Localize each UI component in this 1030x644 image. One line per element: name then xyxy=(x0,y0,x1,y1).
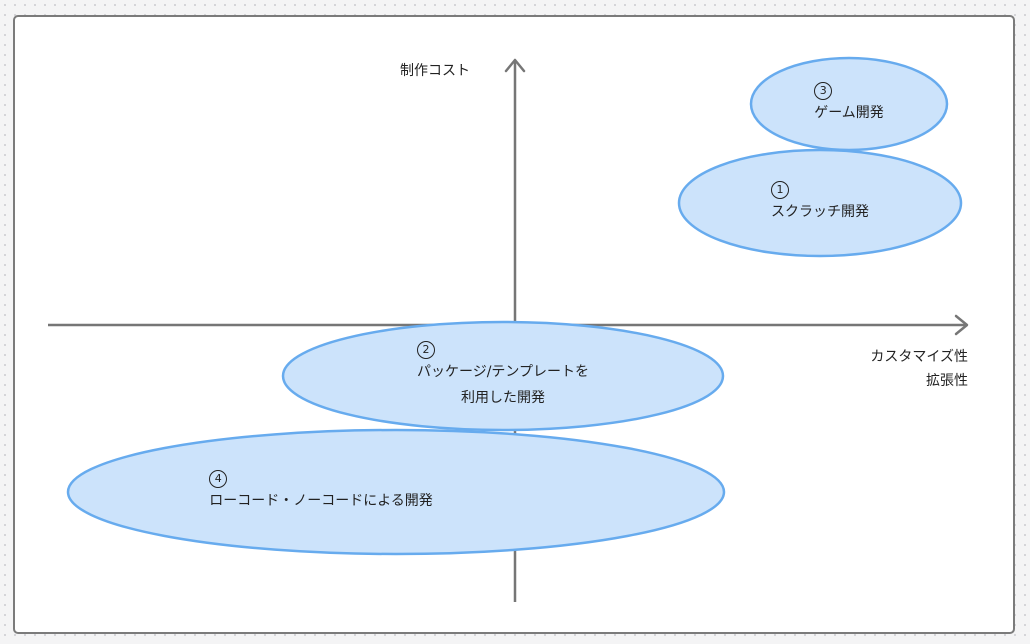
item-scratch-label: 1 スクラッチ開発 xyxy=(679,173,961,233)
item-package-label: 2 パッケージ/テンプレートを 利用した開発 xyxy=(283,336,723,416)
number-badge: 1 xyxy=(771,181,789,199)
item-title-line1: パッケージ/テンプレートを xyxy=(416,364,590,380)
item-title: ゲーム開発 xyxy=(814,105,884,121)
item-title: スクラッチ開発 xyxy=(771,204,869,220)
item-lowcode-label: 4 ローコード・ノーコードによる開発 xyxy=(68,462,724,522)
item-title-line2: 利用した開発 xyxy=(461,390,545,406)
y-axis-label: 制作コスト xyxy=(400,63,470,79)
number-badge: 3 xyxy=(814,82,833,100)
x-axis-arrow xyxy=(954,314,969,336)
item-game-label: 3 ゲーム開発 xyxy=(751,74,947,134)
number-badge: 2 xyxy=(416,341,435,359)
number-badge: 4 xyxy=(209,470,228,488)
x-axis-label-line2: 拡張性 xyxy=(926,373,968,389)
x-axis-label: カスタマイズ性 拡張性 xyxy=(870,345,968,393)
item-title: ローコード・ノーコードによる開発 xyxy=(209,493,433,509)
ellipse-game[interactable] xyxy=(749,56,949,152)
ellipse-lowcode[interactable] xyxy=(66,428,726,556)
ellipse-package[interactable] xyxy=(281,320,725,432)
x-axis-label-line1: カスタマイズ性 xyxy=(870,349,968,365)
y-axis-arrow xyxy=(504,58,526,73)
ellipse-scratch[interactable] xyxy=(677,148,963,258)
